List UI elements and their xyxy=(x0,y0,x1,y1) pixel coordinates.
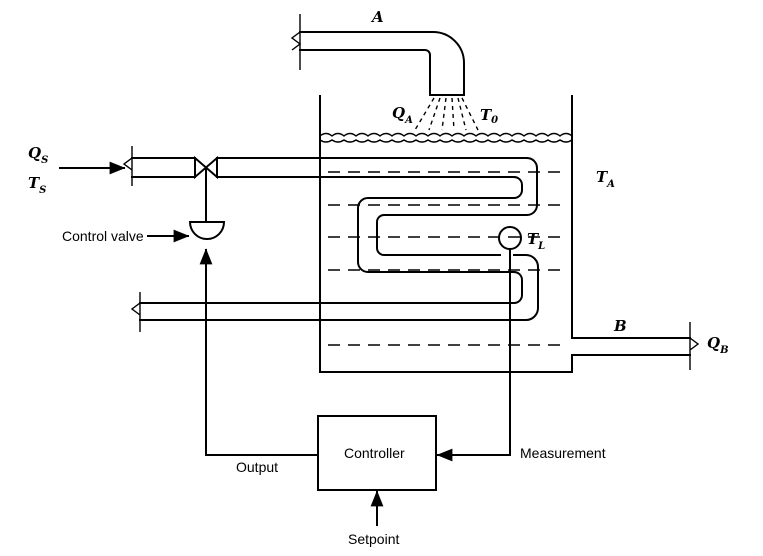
label-controller: Controller xyxy=(344,445,405,461)
label-pipe-a: A xyxy=(370,8,384,26)
label-pipe-b: B xyxy=(613,317,627,335)
label-qs: QS xyxy=(28,144,48,166)
label-output: Output xyxy=(236,459,278,475)
control-valve[interactable] xyxy=(188,155,226,240)
tank xyxy=(319,95,700,373)
label-ts: TS xyxy=(28,174,46,196)
controller-box[interactable] xyxy=(317,415,437,491)
label-qb: QB xyxy=(707,334,729,356)
heating-coil xyxy=(130,156,539,332)
inlet-pipe-a xyxy=(290,14,465,96)
signal-lines xyxy=(59,161,511,526)
liquid-surface xyxy=(319,132,573,143)
label-control-valve: Control valve xyxy=(62,228,144,244)
label-tl: TL xyxy=(527,230,545,252)
label-measurement: Measurement xyxy=(520,445,606,461)
label-t0: T0 xyxy=(480,106,498,126)
label-ta: TA xyxy=(596,168,615,190)
label-qa: QA xyxy=(392,104,413,126)
spray-lines xyxy=(414,97,479,131)
steam-inlet-pipe xyxy=(122,146,528,186)
temperature-sensor xyxy=(498,226,522,250)
label-setpoint: Setpoint xyxy=(348,531,399,547)
